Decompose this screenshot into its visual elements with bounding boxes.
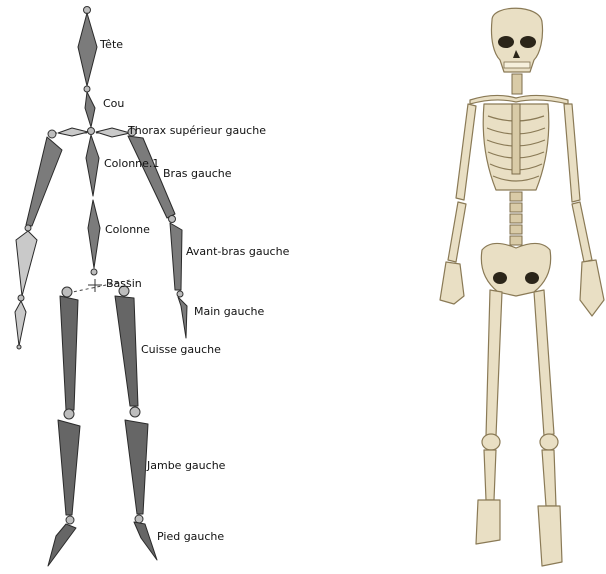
left-shin-bone [125, 420, 148, 514]
left-eye-socket [498, 36, 514, 48]
left-elbow-joint [169, 216, 176, 223]
right-eye-socket [520, 36, 536, 48]
right-hand-tip [17, 345, 21, 349]
left-hand [580, 260, 604, 316]
right-ankle-joint [66, 516, 74, 524]
head-bone [78, 13, 97, 86]
label-main: Main gauche [194, 305, 264, 318]
left-foot [538, 506, 562, 566]
label-jambe: Jambe gauche [146, 459, 226, 472]
clavicles [470, 95, 568, 104]
neck-joint [84, 86, 90, 92]
teeth [504, 62, 530, 68]
right-femur [486, 290, 502, 436]
right-knee [482, 434, 500, 450]
left-tibia [542, 450, 556, 506]
left-forearm [572, 202, 592, 262]
right-obturator [525, 272, 539, 284]
right-elbow-joint [25, 225, 31, 231]
right-tibia [484, 450, 496, 500]
label-avant-bras: Avant-bras gauche [186, 245, 290, 258]
label-bras: Bras gauche [163, 167, 232, 180]
cervical-spine [512, 74, 522, 94]
right-forearm [448, 202, 466, 262]
label-thorax: Thorax supérieur gauche [127, 124, 266, 137]
left-femur [534, 290, 554, 436]
sternum [512, 104, 520, 174]
head-tip-joint [84, 7, 91, 14]
pelvis-joint [91, 269, 97, 275]
skeleton-photo [430, 0, 606, 574]
right-shin-bone [58, 420, 80, 515]
lumbar-spine [510, 192, 522, 245]
left-knee [540, 434, 558, 450]
right-upper-arm-bone [26, 137, 62, 226]
neck-bone [85, 92, 95, 127]
left-knee-joint [130, 407, 140, 417]
pelvis [481, 243, 550, 296]
label-cou: Cou [103, 97, 124, 110]
right-forearm-bone [16, 231, 37, 296]
right-hand-bone [15, 301, 26, 346]
bone-armature-diagram: Tête Cou Thorax supérieur gauche Colonne… [0, 0, 430, 574]
spine-bone [88, 200, 100, 268]
right-foot [476, 500, 500, 544]
label-cuisse: Cuisse gauche [141, 343, 221, 356]
left-humerus [564, 104, 580, 202]
label-colonne: Colonne [105, 223, 150, 236]
right-foot-bone [48, 524, 76, 566]
left-collar-bone [96, 128, 130, 137]
label-tete: Tête [99, 38, 123, 51]
right-thigh-bone [60, 296, 78, 410]
left-wrist-joint [177, 291, 183, 297]
right-wrist-joint [18, 295, 24, 301]
label-bassin: Bassin [106, 277, 142, 290]
right-humerus [456, 104, 476, 200]
label-colonne1: Colonne.1 [104, 157, 159, 170]
label-pied: Pied gauche [157, 530, 224, 543]
left-foot-bone [134, 522, 157, 560]
right-collar-bone [58, 128, 88, 136]
right-shoulder-joint [48, 130, 56, 138]
spine-1-bone [86, 135, 99, 196]
right-hand [440, 262, 464, 304]
left-ankle-joint [135, 515, 143, 523]
left-thigh-bone [115, 296, 138, 406]
left-hand-bone [178, 297, 187, 338]
chest-joint [88, 128, 95, 135]
left-forearm-bone [170, 223, 182, 290]
right-knee-joint [64, 409, 74, 419]
right-hip-joint [62, 287, 72, 297]
left-obturator [493, 272, 507, 284]
